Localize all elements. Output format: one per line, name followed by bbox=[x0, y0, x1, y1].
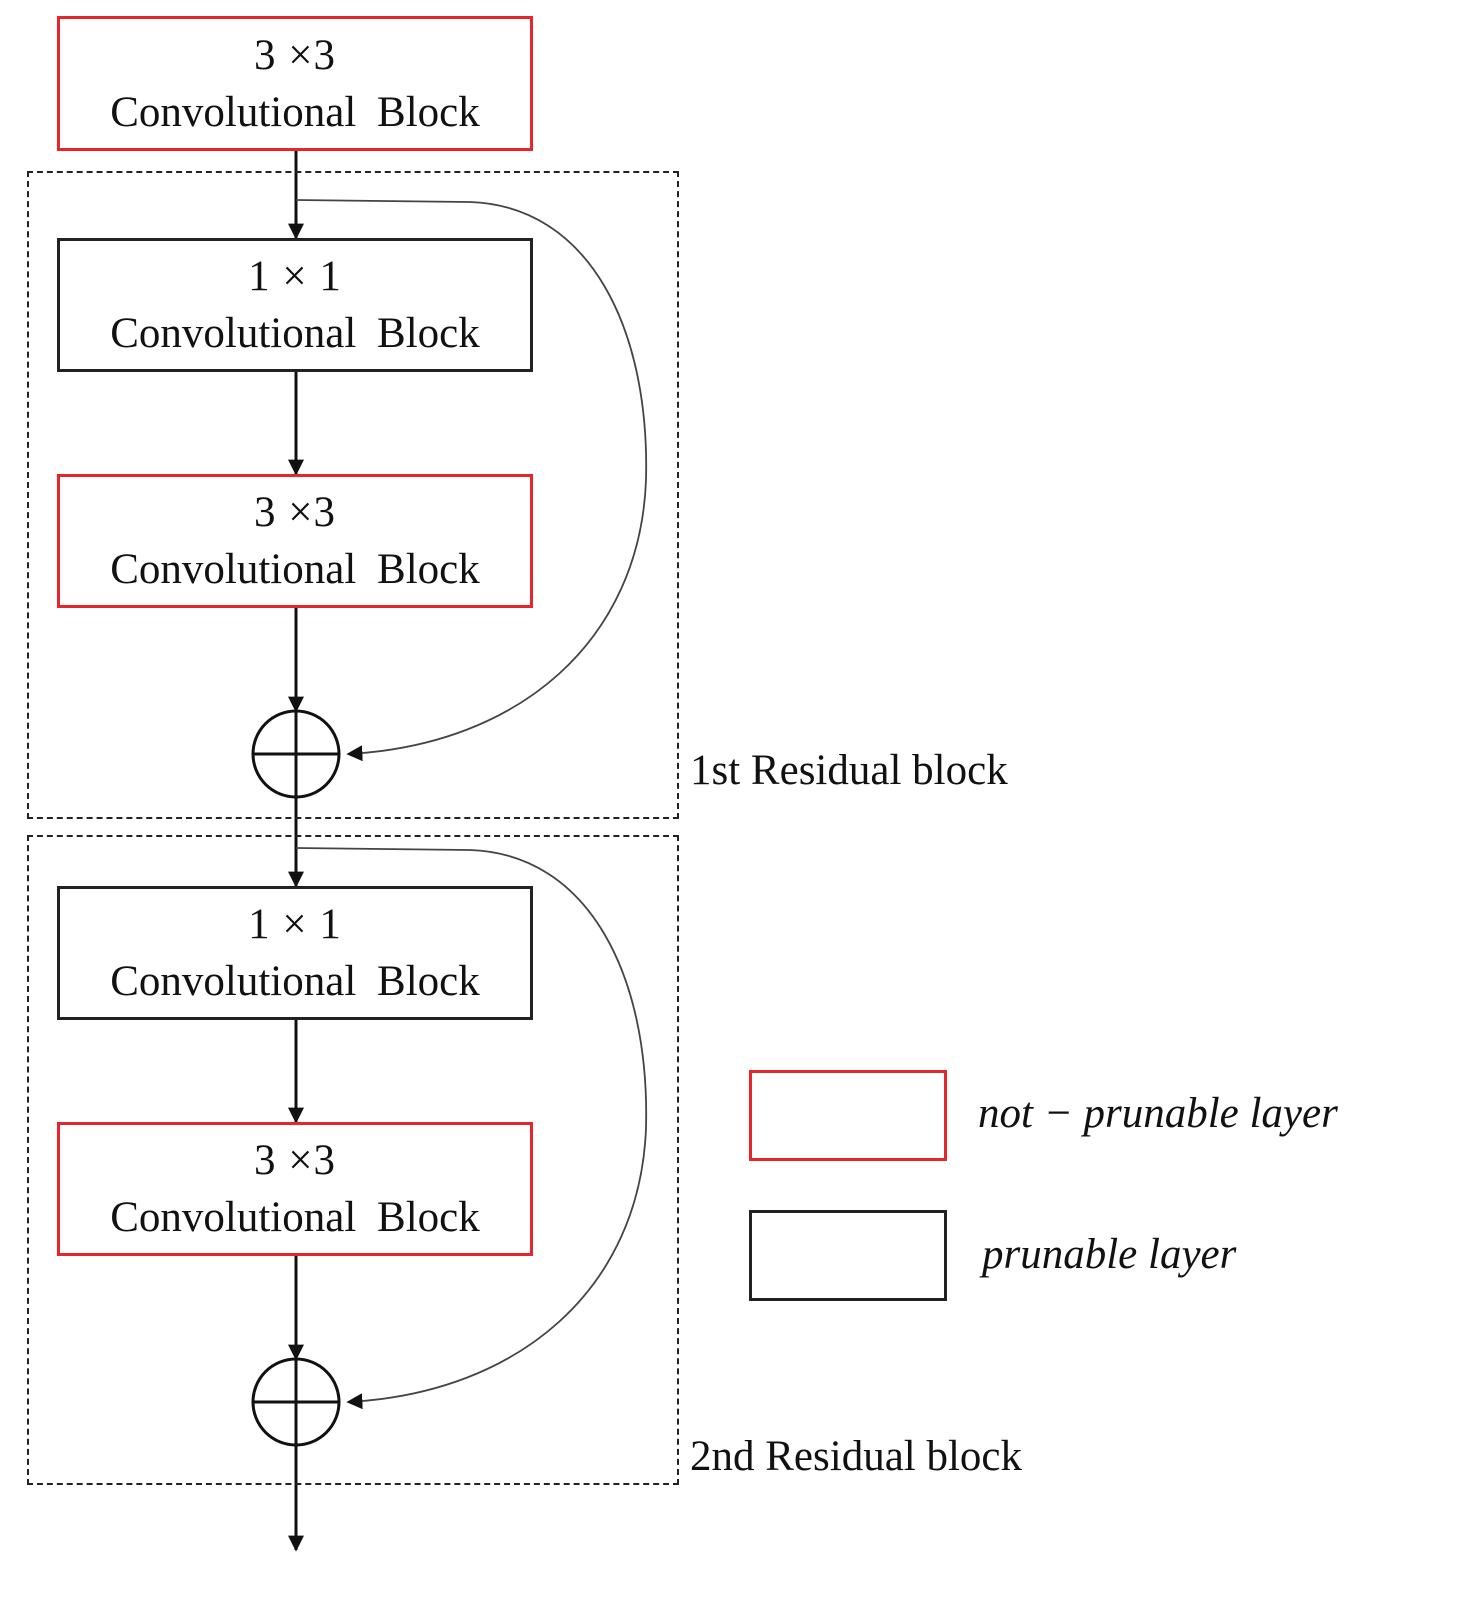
rb2-conv3x3-block: 3 ×3 Convolutional Block bbox=[57, 1122, 533, 1256]
block-label: Convolutional Block bbox=[110, 546, 480, 593]
block-label: Convolutional Block bbox=[110, 310, 480, 357]
block-dims: 1 × 1 bbox=[248, 901, 342, 948]
rb1-conv1x1-block: 1 × 1 Convolutional Block bbox=[57, 238, 533, 372]
circled-plus-icon bbox=[251, 1357, 341, 1447]
residual-block-1-label: 1st Residual block bbox=[690, 747, 1008, 794]
circled-plus-icon bbox=[251, 709, 341, 799]
residual-block-2-label: 2nd Residual block bbox=[690, 1433, 1023, 1480]
skip-connection-rb1 bbox=[295, 199, 648, 762]
top-conv-block: 3 ×3 Convolutional Block bbox=[57, 16, 533, 151]
block-label: Convolutional Block bbox=[110, 88, 480, 136]
block-label: Convolutional Block bbox=[110, 1194, 480, 1241]
block-dims: 3 ×3 bbox=[253, 489, 336, 536]
rb2-conv1x1-block: 1 × 1 Convolutional Block bbox=[57, 886, 533, 1020]
rb1-conv3x3-block: 3 ×3 Convolutional Block bbox=[57, 474, 533, 608]
residual-block-1-outline bbox=[27, 171, 679, 819]
legend-swatch-not-prunable bbox=[749, 1070, 947, 1161]
block-dims: 3 ×3 bbox=[253, 1137, 336, 1184]
block-label: Convolutional Block bbox=[110, 958, 480, 1005]
legend-swatch-prunable bbox=[749, 1210, 947, 1301]
legend-label-prunable: prunable layer bbox=[982, 1231, 1237, 1278]
legend-label-not-prunable: not − prunable layer bbox=[978, 1090, 1338, 1137]
block-dims: 1 × 1 bbox=[248, 253, 342, 300]
block-dims: 3 ×3 bbox=[253, 31, 336, 79]
residual-block-2-outline bbox=[27, 835, 679, 1485]
skip-connection-rb2 bbox=[295, 847, 648, 1410]
